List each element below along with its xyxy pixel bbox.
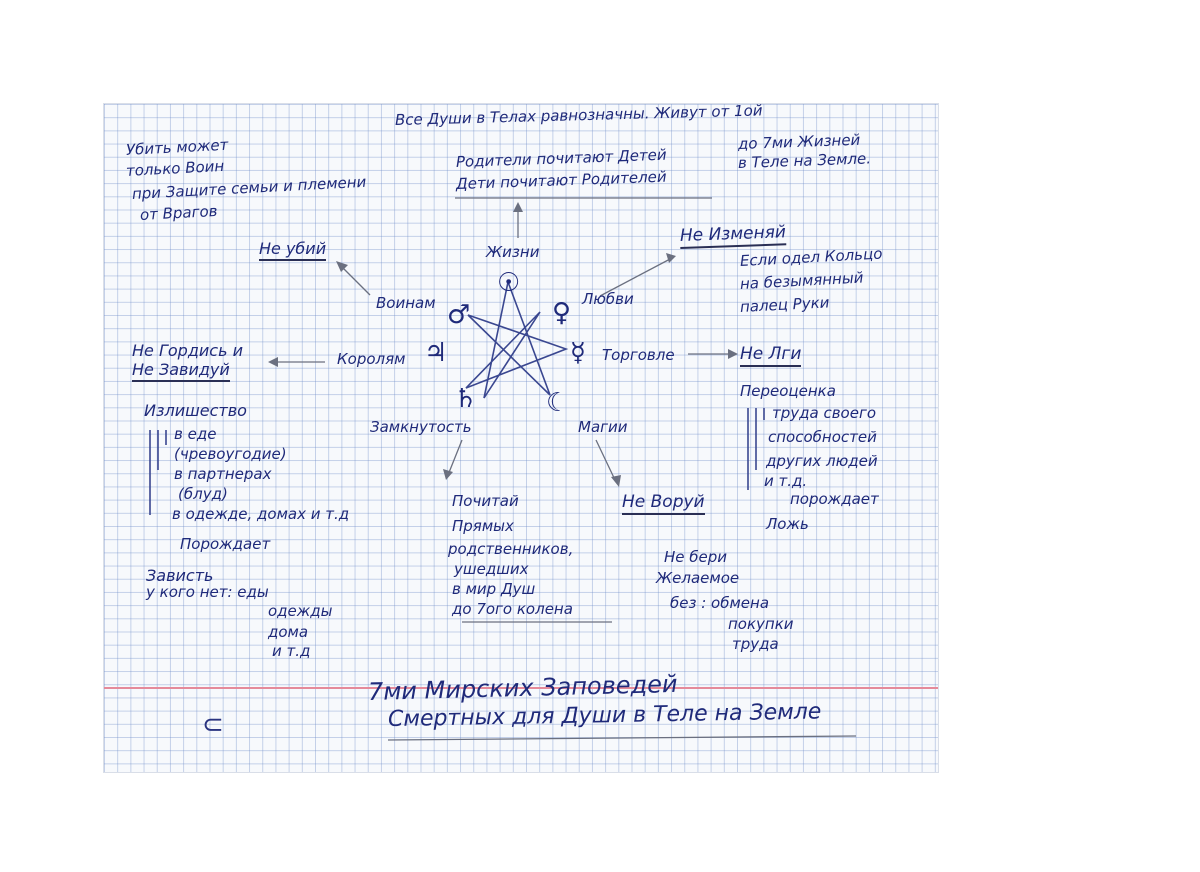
moon-symbol: ☾ — [546, 388, 570, 418]
ne-voruy-line-2: Желаемое — [656, 569, 740, 587]
ne-gordis-clothes: в одежде, домах и т.д — [172, 505, 350, 523]
ne-lgi-other-people: других людей — [766, 452, 878, 470]
pochitay-line-2: Прямых — [452, 517, 514, 535]
jupiter-symbol: ♃ — [424, 338, 448, 368]
arrow-head-ne-ubiy — [336, 261, 348, 272]
arrow-to-ne-voruy — [595, 439, 617, 483]
ne-gordis-excess: Излишество — [144, 401, 247, 420]
ne-voruy-line-1: Не бери — [664, 548, 728, 566]
ne-gordis-clothing: одежды — [268, 602, 333, 620]
mars-symbol: ♂ — [447, 300, 471, 330]
label-magii: Магии — [578, 418, 628, 436]
arrow-head-pochitay — [443, 469, 453, 480]
mercury-symbol: ☿ — [570, 338, 586, 368]
arrow-head-ne-lgi — [728, 349, 738, 359]
label-voinam: Воинам — [376, 294, 436, 312]
ne-lgi-abilities: способностей — [768, 428, 877, 446]
ne-gordis-envy: Зависть — [146, 566, 214, 585]
pochitay-line-3: родственников, — [448, 540, 574, 558]
ne-voruy-line-5: труда — [732, 635, 779, 653]
pochitay-line-1: Почитай — [452, 492, 519, 510]
label-zhizni: Жизни — [486, 243, 540, 261]
ne-lgi-generates: порождает — [790, 490, 879, 508]
ne-izmenyay-title: Не Изменяй — [680, 222, 787, 249]
left-mark-glyph: ⊂ — [202, 710, 224, 740]
arrow-head-ne-gordis — [268, 357, 278, 367]
underline-footer — [387, 735, 857, 741]
label-lyubvi: Любви — [582, 290, 634, 308]
saturn-symbol: ♄ — [454, 384, 478, 414]
ne-gordis-food: в еде — [174, 425, 217, 443]
pochitay-line-5: в мир Душ — [452, 580, 536, 598]
label-zamknutost: Замкнутость — [370, 418, 472, 436]
arrow-to-ne-ubiy — [339, 264, 371, 296]
ne-voruy-line-4: покупки — [728, 615, 794, 633]
arrow-to-ne-izmenyay — [599, 257, 673, 297]
ne-gordis-line-2: Не Завидуй — [132, 361, 230, 382]
venus-symbol: ♀ — [552, 298, 572, 328]
pochitay-line-4: ушедших — [454, 560, 529, 578]
ne-gordis-partners: в партнерах — [174, 465, 272, 483]
arrow-to-pochitay — [447, 439, 463, 476]
arrow-head-ne-izmenyay — [666, 253, 676, 263]
ne-voruy-line-3: без : обмена — [670, 594, 770, 612]
ne-lgi-etc: и т.д. — [764, 472, 808, 490]
graph-paper-sheet — [104, 104, 938, 772]
ne-ubiy-label: Не убий — [259, 240, 327, 261]
arrow-head-parents — [513, 202, 523, 212]
ne-lgi-lie: Ложь — [766, 515, 809, 533]
ne-voruy-title: Не Воруй — [622, 493, 705, 515]
ne-lgi-own-work: труда своего — [772, 404, 877, 422]
ne-gordis-etc: и т.д — [272, 642, 311, 660]
label-torgovle: Торговле — [602, 346, 675, 364]
sun-symbol: ☉ — [497, 268, 521, 298]
heptagram-star — [465, 279, 569, 399]
ne-gordis-gluttony: (чревоугодие) — [174, 445, 287, 463]
arrow-head-ne-voruy — [611, 475, 621, 487]
ne-gordis-generates: Порождает — [180, 535, 271, 553]
ne-gordis-lust: (блуд) — [178, 485, 228, 503]
ne-lgi-overestimation: Переоценка — [740, 382, 836, 400]
ne-gordis-home: дома — [268, 623, 309, 641]
ne-gordis-line-1: Не Гордись и — [132, 341, 243, 360]
ne-lgi-title: Не Лги — [740, 345, 802, 367]
pochitay-line-6: до 7ого колена — [452, 600, 573, 618]
label-korolyam: Королям — [337, 350, 406, 368]
margin-line — [104, 687, 938, 689]
ne-gordis-who-lacks: у кого нет: еды — [146, 583, 269, 601]
